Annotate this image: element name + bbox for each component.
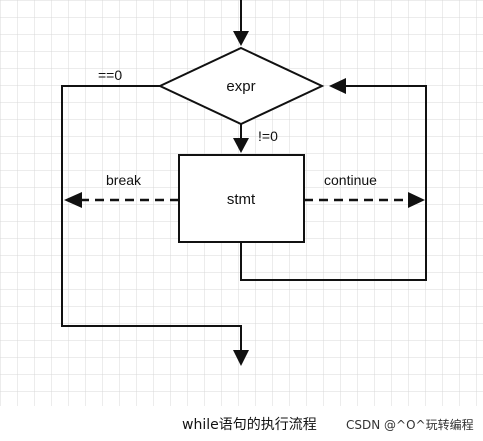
loop-back-arrowhead <box>329 78 346 94</box>
statement-label: stmt <box>227 191 256 208</box>
diagram-caption: while语句的执行流程 <box>182 417 317 433</box>
continue-label: continue <box>324 172 377 188</box>
break-arrowhead <box>64 192 82 208</box>
loop-back-line <box>240 85 427 281</box>
break-label: break <box>106 172 142 188</box>
statement-box <box>178 154 305 243</box>
condition-label: expr <box>226 78 255 95</box>
entry-arrowhead <box>233 31 249 46</box>
true-branch-label: !=0 <box>258 128 278 144</box>
continue-arrowhead <box>408 192 425 208</box>
exit-arrowhead <box>233 350 249 366</box>
false-branch-line <box>61 85 242 352</box>
true-branch-arrowhead <box>233 138 249 153</box>
watermark: CSDN @^O^玩转编程 <box>346 418 474 432</box>
false-branch-label: ==0 <box>98 67 122 83</box>
